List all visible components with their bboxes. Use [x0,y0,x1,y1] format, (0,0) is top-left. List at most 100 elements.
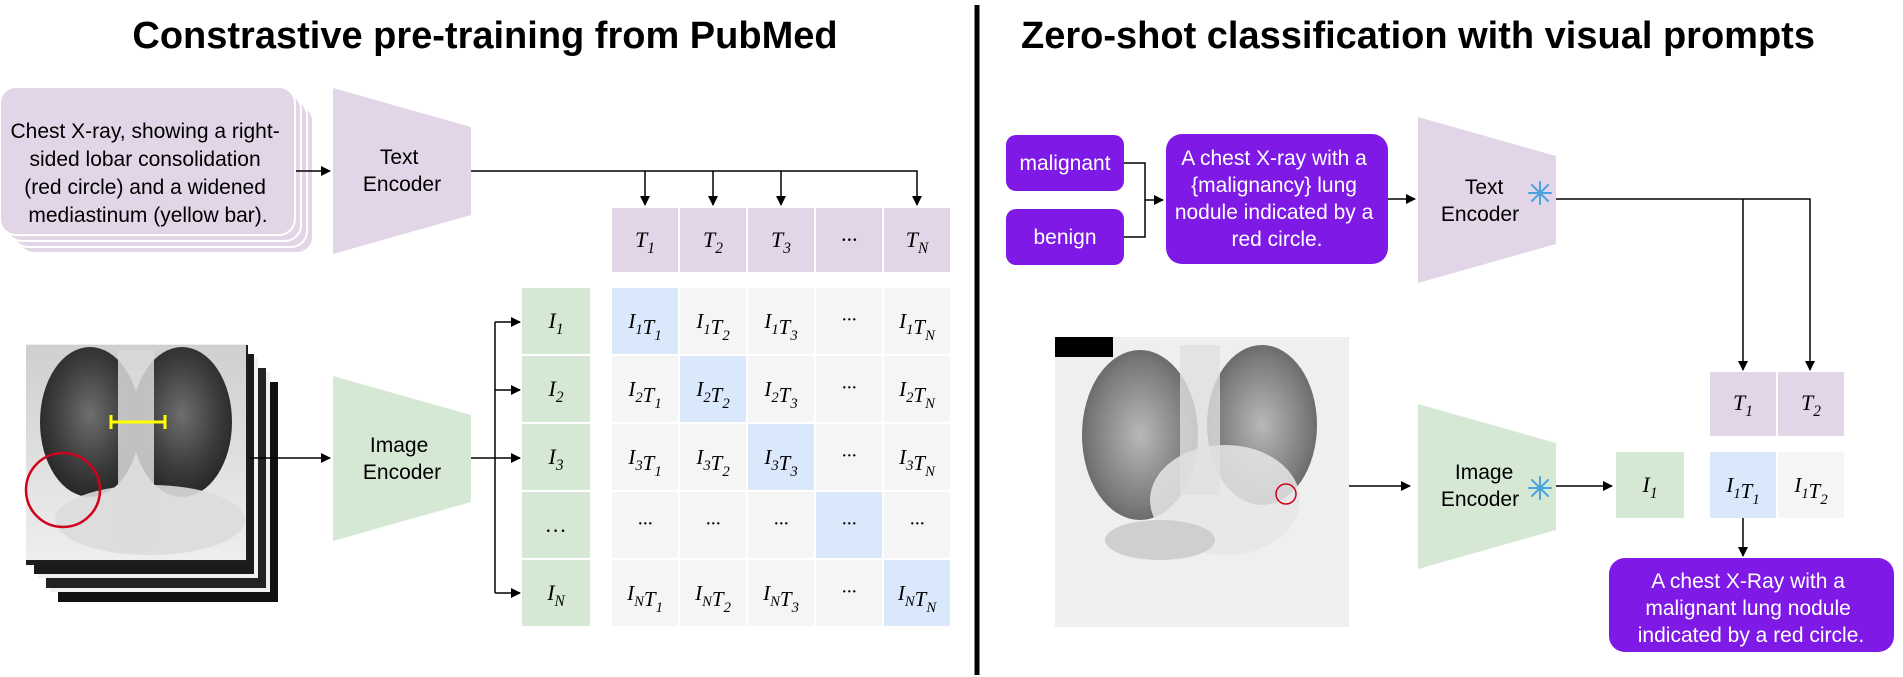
svg-text:Image Encoder: Image Encoder [363,434,441,484]
matrix-ellipsis: ··· [842,445,857,467]
matrix-cell-label: I3T3 [763,445,797,480]
matrix-cell-label: I1T2 [695,309,730,344]
matrix-ellipsis: ··· [842,513,857,535]
matrix-cell-label: I2T2 [695,377,730,412]
text-token-cell [816,208,882,272]
matrix-cell [680,288,746,354]
matrix-cell-highlight [884,560,950,626]
svg-text:Text Encoder: Text Encoder [363,146,441,196]
image-token-label: I1 [547,308,563,338]
matrix-cell [884,424,950,490]
image-token-cell [522,356,590,422]
matrix-cell [612,356,678,422]
similarity-matrix: I1T1I1T2I1T3···I1TNI2T1I2T2I2T3···I2TNI3… [612,288,950,626]
matrix-cell [680,560,746,626]
matrix-ellipsis: ··· [842,581,857,603]
matrix-ellipsis: ··· [774,513,789,535]
text-token-cell [680,208,746,272]
matrix-cell [612,560,678,626]
image-encoder-left: Image Encoder [333,376,471,541]
text-token-cell [748,208,814,272]
left-title: Constrastive pre-training from PubMed [132,15,837,57]
matrix-cell-label: I3T1 [627,445,661,480]
snowflake-icon [1528,476,1552,500]
matrix-cell [748,356,814,422]
label-benign: benign [1006,209,1124,265]
image-token-label: I3 [547,444,563,474]
matrix-ellipsis: ··· [842,309,857,331]
text-token-label: T2 [703,227,723,257]
matrix-cell [680,424,746,490]
image-token-label: IN [546,580,565,610]
text-token-label: ··· [841,227,858,252]
matrix-cell-label: INT1 [626,581,663,616]
image-token-label: I2 [547,376,563,406]
text-token-cell [612,208,678,272]
image-token-cell [522,492,590,558]
matrix-cell [884,492,950,558]
matrix-cell-label: INTN [897,581,937,616]
matrix-cell-highlight [816,492,882,558]
matrix-cell-label: I2TN [898,377,936,412]
image-encoder-right: Image Encoder [1418,404,1556,569]
text-encoder-right: Text Encoder [1418,117,1556,283]
matrix-cell-label: I1T2 [1793,473,1828,508]
matrix-cell [816,356,882,422]
text-token-cell [884,208,950,272]
matrix-cell-highlight [748,424,814,490]
right-title: Zero-shot classification with visual pro… [1021,15,1815,57]
mediastinum-bar [109,415,167,429]
matrix-cell [748,492,814,558]
image-token-cell [522,560,590,626]
text-token-label: T3 [771,227,791,257]
svg-text:A chest X-ray with a {ma: A chest X-ray with a {malignancy} lung n… [1175,147,1379,251]
image-token-cell [522,424,590,490]
caption-text: Chest X-ray, showing a right- sided loba… [10,120,285,227]
matrix-cell-label: I2T3 [763,377,797,412]
matrix-cell [816,560,882,626]
xray-image-right [1055,337,1349,627]
text-encoder-left: Text Encoder [333,88,471,254]
image-token-label: I1 [1641,472,1657,502]
svg-text:Image Encoder: Image Encoder [1441,461,1519,511]
matrix-cell [816,288,882,354]
matrix-cell-label: I3T2 [695,445,730,480]
matrix-cell [748,288,814,354]
image-token-label: … [546,512,566,537]
matrix-cell [612,424,678,490]
matrix-cell [816,424,882,490]
text-token-cell [1710,372,1776,436]
nodule-circle [1275,483,1297,505]
matrix-cell [1778,452,1844,518]
matrix-cell-label: I1T3 [763,309,797,344]
matrix-cell [884,288,950,354]
matrix-cell-highlight [1710,452,1776,518]
svg-text:benign: benign [1033,226,1096,249]
matrix-cell-label: INT3 [762,581,799,616]
prompt-template: A chest X-ray with a {malignancy} lung n… [1166,134,1388,264]
snowflake-icon [1528,181,1552,205]
svg-text:A chest X-Ray with a mal: A chest X-Ray with a malignant lung nodu… [1638,570,1864,647]
consolidation-circle [24,451,102,529]
svg-text:Text Encoder: Text Encoder [1441,176,1519,226]
svg-text:malignant: malignant [1019,152,1110,175]
matrix-cell-highlight [612,288,678,354]
matrix-cell-highlight [680,356,746,422]
matrix-cell [680,492,746,558]
caption-stack: Chest X-ray, showing a right- sided loba… [0,86,314,254]
result-box: A chest X-Ray with a malignant lung nodu… [1609,558,1894,652]
matrix-cell-label: INT2 [694,581,731,616]
image-token-cell [1616,452,1684,518]
matrix-cell-label: I1TN [898,309,936,344]
matrix-cell-label: I1T1 [1725,473,1759,508]
text-token-cell [1778,372,1844,436]
matrix-ellipsis: ··· [638,513,653,535]
matrix-cell-label: I3TN [898,445,936,480]
matrix-cell-label: I1T1 [627,309,661,344]
label-malignant: malignant [1006,135,1124,191]
matrix-ellipsis: ··· [842,377,857,399]
